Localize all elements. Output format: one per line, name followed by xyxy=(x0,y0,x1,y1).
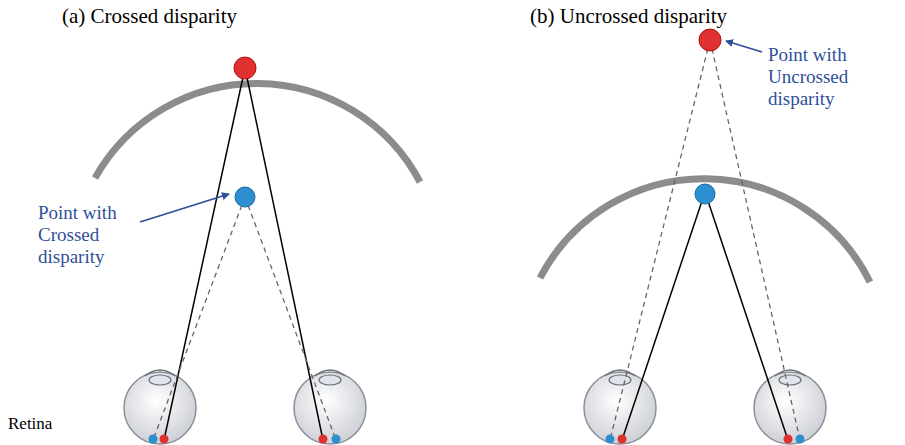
point-label: Point with Uncrossed disparity xyxy=(768,44,893,110)
fixation-point xyxy=(695,184,715,204)
panel-title: (b) Uncrossed disparity xyxy=(530,4,727,28)
sight-line xyxy=(164,68,245,440)
leader-arrow xyxy=(140,194,229,222)
eye xyxy=(124,370,196,444)
eye xyxy=(584,370,656,444)
eye xyxy=(294,370,366,444)
horopter-arc xyxy=(540,179,870,282)
sight-line-dashed xyxy=(153,197,245,440)
panel-title: (a) Crossed disparity xyxy=(62,4,237,28)
leader-arrow xyxy=(726,41,762,52)
horopter-arc xyxy=(95,83,420,182)
eye xyxy=(754,370,826,444)
fixation-point xyxy=(234,57,256,79)
point-label: Point with Crossed disparity xyxy=(38,202,150,268)
far-point xyxy=(699,29,721,51)
sight-line-dashed xyxy=(245,197,336,440)
sight-line xyxy=(705,192,788,440)
part-label: Retina xyxy=(8,414,52,434)
sight-line-dashed xyxy=(610,40,710,440)
near-point xyxy=(235,187,255,207)
retina-dots xyxy=(149,435,805,444)
sight-line xyxy=(245,68,323,440)
sight-line xyxy=(622,192,705,440)
